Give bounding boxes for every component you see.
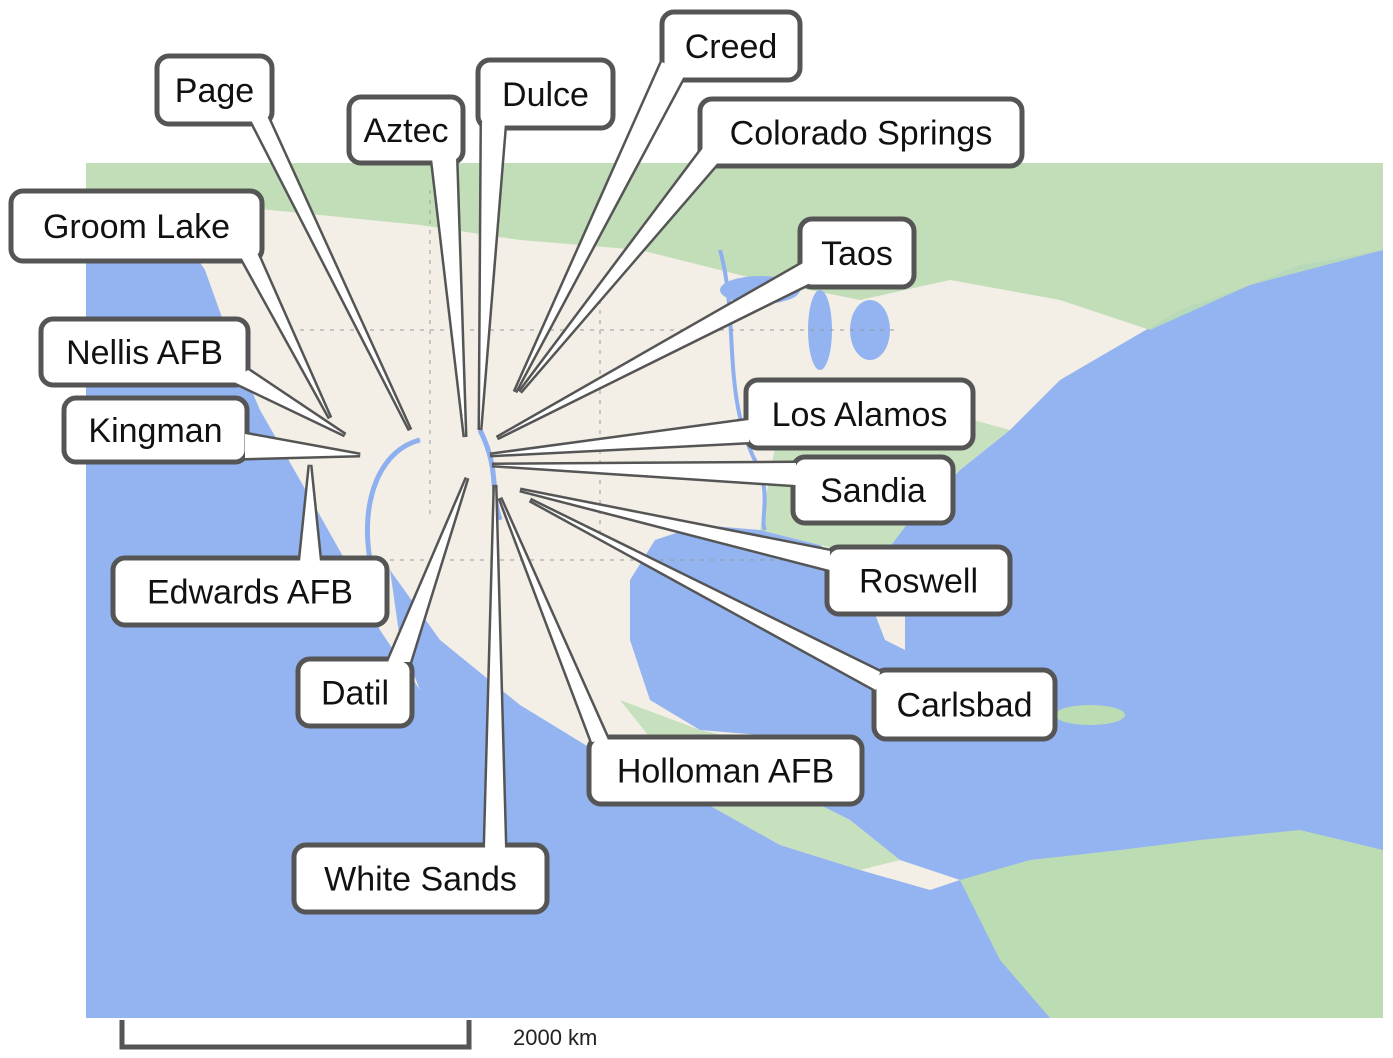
callout-pointer-fill-holloman-afb <box>500 498 608 742</box>
callout-box-kingman[interactable] <box>61 395 250 465</box>
callout-box-aztec[interactable] <box>346 94 466 166</box>
callout-label-sandia: Sandia <box>820 472 926 510</box>
callout-label-aztec: Aztec <box>363 112 448 150</box>
callout-box-carlsbad[interactable] <box>871 667 1058 742</box>
callout-pointer-fill-los-alamos <box>490 420 749 455</box>
callout-label-los-alamos: Los Alamos <box>772 396 948 434</box>
callout-pointer-fill-colorado-springs <box>520 148 720 392</box>
callout-label-roswell: Roswell <box>859 563 978 601</box>
callout-label-kingman: Kingman <box>88 412 222 450</box>
callout-pointer-fill-datil <box>388 478 467 662</box>
forest-north <box>86 163 1383 330</box>
hispaniola-island <box>1055 705 1125 725</box>
callout-label-taos: Taos <box>821 235 893 273</box>
north-america-land <box>86 163 1383 890</box>
callout-label-page: Page <box>175 72 254 110</box>
callout-box-groom-lake[interactable] <box>8 188 265 264</box>
callout-pointer-fill-nellis-afb <box>232 370 345 435</box>
callout-label-white-sands: White Sands <box>324 861 517 899</box>
callout-pointer-fill-carlsbad <box>530 500 880 690</box>
callout-pointer-fill-edwards-afb <box>300 465 320 562</box>
callout-pointer-fill-dulce <box>480 122 505 430</box>
callout-label-carlsbad: Carlsbad <box>896 687 1032 725</box>
callout-label-edwards-afb: Edwards AFB <box>147 574 353 612</box>
south-america-land <box>960 830 1383 1018</box>
callout-box-los-alamos[interactable] <box>743 377 976 451</box>
callout-label-dulce: Dulce <box>502 76 589 114</box>
callout-pointer-fill-creed <box>515 62 685 392</box>
callout-pointer-fill-kingman <box>245 434 360 458</box>
callout-box-sandia[interactable] <box>790 454 956 526</box>
callout-pointer-fill-aztec <box>432 158 465 437</box>
callout-pointer-fill-groom-lake <box>240 255 330 418</box>
callout-label-creed: Creed <box>685 28 778 66</box>
callout-box-holloman-afb[interactable] <box>586 734 865 807</box>
callout-box-colorado-springs[interactable] <box>697 96 1025 169</box>
callout-label-holloman-afb: Holloman AFB <box>617 753 834 791</box>
callout-box-dulce[interactable] <box>475 57 616 131</box>
callout-pointer-fill-white-sands <box>485 485 505 848</box>
callout-box-page[interactable] <box>154 53 275 127</box>
borders <box>170 190 1000 561</box>
callout-pointer-fill-roswell <box>520 490 830 570</box>
callout-box-nellis-afb[interactable] <box>38 316 251 388</box>
callout-pointer-fill-sandia <box>492 463 796 485</box>
callout-box-edwards-afb[interactable] <box>110 555 390 628</box>
callout-box-creed[interactable] <box>659 9 803 83</box>
scale-bar <box>119 1020 472 1050</box>
callout-label-colorado-springs: Colorado Springs <box>730 115 993 153</box>
callout-box-white-sands[interactable] <box>291 842 550 915</box>
scale-bar-label: 2000 km <box>513 1025 598 1050</box>
callout-pointer-fill-page <box>250 118 410 430</box>
callout-box-roswell[interactable] <box>824 544 1013 617</box>
river <box>364 437 421 561</box>
callout-pointer-fill-taos <box>497 262 808 438</box>
callout-box-taos[interactable] <box>797 216 917 290</box>
callout-box-datil[interactable] <box>295 656 415 729</box>
callout-label-nellis-afb: Nellis AFB <box>66 334 223 372</box>
callout-label-groom-lake: Groom Lake <box>43 208 230 246</box>
callout-label-datil: Datil <box>321 675 389 713</box>
